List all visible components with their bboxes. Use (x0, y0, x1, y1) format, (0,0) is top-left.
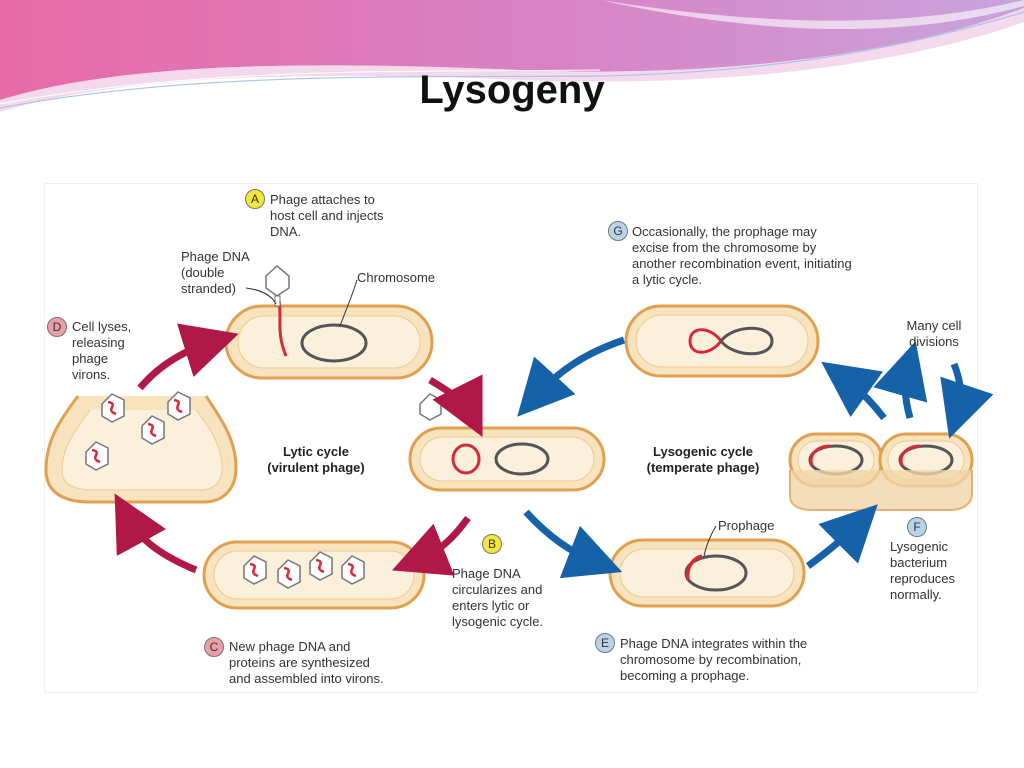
step-d-text: Cell lyses, releasing phage virons. (72, 319, 132, 382)
step-f-text: Lysogenic bacterium reproduces normally. (890, 539, 956, 602)
badge-a: A (245, 189, 265, 209)
phage-attached-icon (265, 265, 290, 307)
badge-e: E (595, 633, 615, 653)
many-cell-divisions-label: Many cell divisions (906, 318, 962, 349)
step-a-text: Phage attaches to host cell and injects … (270, 192, 384, 239)
new-phages-icon (243, 551, 365, 589)
lytic-cycle-arrows (114, 323, 483, 576)
chromosome-label: Chromosome (357, 270, 436, 285)
slide-title: Lysogeny (419, 68, 605, 112)
arrow-a-to-b (428, 374, 483, 438)
arrow-b-to-c (392, 515, 471, 576)
step-g-text: Occasionally, the prophage may excise fr… (632, 224, 852, 287)
cell-step-f-dividing (788, 432, 974, 511)
cell-step-d-lysed (44, 391, 238, 504)
step-c-text: New phage DNA and proteins are synthesiz… (229, 639, 384, 686)
arrow-c-to-d (114, 493, 198, 574)
lysogenic-cycle-label: Lysogenic cycle (temperate phage) (646, 444, 760, 475)
leader-lines (245, 279, 717, 557)
arrow-division-up (873, 341, 928, 419)
badge-d: D (47, 317, 67, 337)
cell-step-b (408, 393, 606, 492)
step-e-text: Phage DNA integrates within the chromoso… (620, 636, 808, 683)
step-b-text: Phage DNA circularizes and enters lytic … (452, 566, 544, 629)
arrow-f-to-g (821, 361, 887, 421)
cell-step-g (624, 304, 820, 378)
phage-free-icon (419, 393, 442, 421)
phage-dna-label: Phage DNA (double stranded) (181, 249, 250, 296)
released-phages-icon (85, 391, 191, 471)
lytic-cycle-label: Lytic cycle (virulent phage) (267, 444, 365, 475)
cell-step-c (202, 540, 426, 610)
arrow-d-to-a (137, 323, 239, 391)
cell-step-a (224, 265, 434, 380)
badge-f: F (907, 517, 927, 537)
arrow-e-to-f (805, 504, 878, 569)
cell-step-e (608, 538, 806, 608)
arrow-division-down (940, 362, 994, 439)
arrow-b-to-e (523, 509, 623, 579)
badge-b: B (482, 534, 502, 554)
badge-c: C (204, 637, 224, 657)
arrow-g-to-b (517, 336, 626, 417)
prophage-label: Prophage (718, 518, 775, 533)
header-swoosh-banner (0, 0, 1024, 112)
lysogenic-cycle-arrows (517, 336, 994, 579)
badge-g: G (608, 221, 628, 241)
